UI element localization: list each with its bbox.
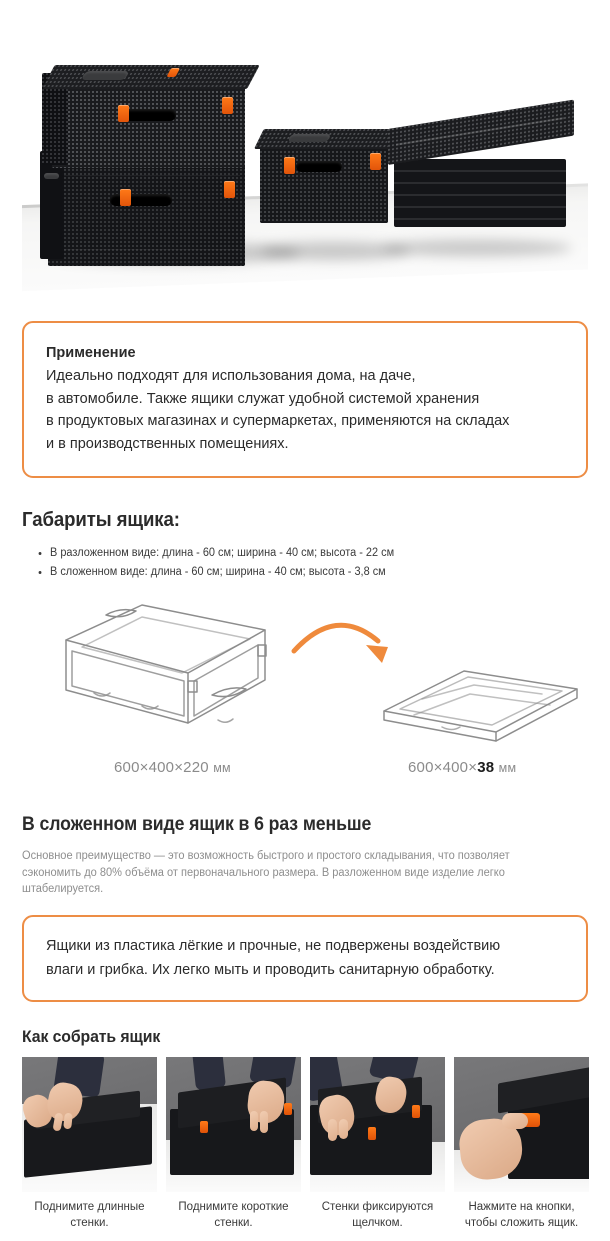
folded-crate-stack: [394, 159, 566, 227]
dimensions-diagram: [22, 589, 588, 759]
assembly-photo-2[interactable]: [166, 1056, 301, 1192]
crate-side-bottom: [40, 151, 64, 259]
crate-front-top: [52, 83, 245, 168]
assembly-caption: Поднимите короткие стенки.: [178, 1200, 289, 1229]
assembly-step: Поднимите длинные стенки.: [22, 1056, 157, 1231]
caption-folded: 600×400×38 мм: [408, 759, 517, 776]
crate-middle: [260, 139, 388, 223]
dimension-captions: 600×400×220 мм 600×400×38 мм: [22, 759, 588, 785]
crate-rim: [42, 65, 260, 89]
crate-line-drawing: [65, 604, 578, 742]
crate-front-bottom: [48, 161, 245, 266]
list-item: В сложенном виде: длина - 60 см; ширина …: [38, 563, 561, 582]
assembly-caption: Нажмите на кнопки, чтобы сложить ящик.: [464, 1200, 579, 1229]
assembly-step: Нажмите на кнопки, чтобы сложить ящик.: [454, 1056, 589, 1231]
material-callout-line: влаги и грибка. Их легко мыть и проводит…: [46, 961, 495, 978]
assembly-photo-1[interactable]: [22, 1056, 157, 1192]
crate-shadow: [382, 240, 572, 256]
usage-callout: Применение Идеально подходят для использ…: [22, 321, 588, 478]
crate-middle-rim: [254, 129, 406, 149]
usage-callout-line: и в производственных помещениях.: [46, 435, 289, 452]
usage-callout-line: в автомобиле. Также ящики служат удобной…: [46, 390, 480, 407]
content-column: Применение Идеально подходят для использ…: [22, 0, 589, 1231]
assembly-steps: Поднимите длинные стенки. Поднимите коро…: [22, 1056, 589, 1231]
usage-callout-line: в продуктовых магазинах и супермаркетах,…: [46, 413, 510, 429]
fold-arrow-icon: [366, 645, 388, 663]
assembly-caption: Поднимите длинные стенки.: [34, 1200, 145, 1229]
usage-callout-line: Идеально подходят для использования дома…: [46, 368, 416, 384]
assembly-step: Поднимите короткие стенки.: [166, 1056, 301, 1231]
material-callout: Ящики из пластика лёгкие и прочные, не п…: [22, 914, 588, 1002]
dimensions-list: В разложенном виде: длина - 60 см; ширин…: [22, 544, 588, 581]
usage-callout-title: Применение: [46, 345, 136, 361]
hero-product-photo: [22, 11, 588, 292]
assembly-caption: Стенки фиксируются щелчком.: [321, 1200, 434, 1229]
crate-shadow: [260, 242, 410, 260]
folded-heading: В сложенном виде ящик в 6 раз меньше: [22, 814, 372, 835]
dimensions-heading: Габариты ящика:: [22, 509, 180, 531]
list-item: В разложенном виде: длина - 60 см; ширин…: [38, 544, 561, 563]
material-callout-line: Ящики из пластика лёгкие и прочные, не п…: [46, 937, 501, 954]
assembly-step: Стенки фиксируются щелчком.: [310, 1056, 445, 1231]
assembly-heading: Как собрать ящик: [22, 1026, 161, 1046]
assembly-photo-4[interactable]: [454, 1056, 589, 1192]
caption-unfolded: 600×400×220 мм: [114, 759, 231, 776]
folded-paragraph: Основное преимущество — это возможность …: [22, 850, 510, 895]
assembly-photo-3[interactable]: [310, 1056, 445, 1192]
